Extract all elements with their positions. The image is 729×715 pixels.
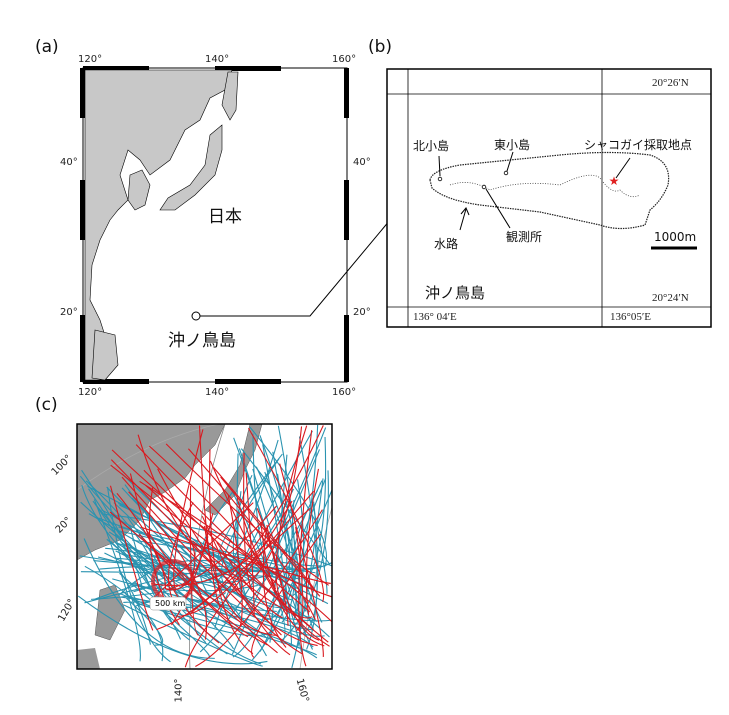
typhoon-track	[110, 464, 313, 629]
a-left-tick: 20°	[60, 307, 78, 318]
typhoon-track	[249, 426, 328, 569]
typhoon-track	[262, 444, 292, 645]
a-right-tick: 40°	[353, 157, 371, 168]
typhoon-track	[220, 458, 280, 587]
typhoon-track	[187, 448, 316, 621]
lat-bottom: 20°24′N	[652, 292, 689, 304]
typhoon-track	[148, 487, 180, 626]
radius-label: 500 km	[155, 599, 186, 608]
typhoon-track	[138, 533, 249, 638]
typhoon-track	[106, 487, 171, 663]
typhoon-track	[236, 498, 330, 647]
typhoon-track	[140, 526, 331, 585]
typhoon-track	[245, 472, 255, 617]
a-bottom-tick: 140°	[205, 387, 230, 398]
typhoon-track	[232, 474, 253, 599]
typhoon-track	[157, 468, 318, 647]
typhoon-track	[189, 486, 199, 636]
sample-site-label: シャコガイ採取地点	[584, 138, 693, 152]
typhoon-track	[122, 553, 332, 573]
typhoon-track	[184, 490, 315, 668]
typhoon-track	[220, 476, 321, 597]
kitakojima-label: 北小島	[413, 139, 450, 153]
typhoon-track	[251, 533, 321, 658]
typhoon-track	[133, 582, 167, 593]
typhoon-track	[165, 443, 329, 586]
higashikojima-label: 東小島	[494, 138, 531, 152]
japan-label: 日本	[208, 207, 242, 227]
typhoon-track	[77, 595, 268, 665]
typhoon-track	[156, 425, 324, 631]
observatory-label: 観測所	[506, 230, 543, 244]
typhoon-track	[201, 515, 291, 656]
typhoon-track	[83, 538, 215, 659]
channel-label: 水路	[434, 237, 459, 251]
typhoon-track	[166, 505, 277, 591]
a-top-tick: 120°	[78, 54, 103, 65]
typhoon-track	[298, 430, 313, 667]
typhoon-track	[109, 485, 154, 631]
typhoon-track	[106, 486, 250, 604]
scale-label: 1000m	[654, 230, 697, 244]
lat-top: 20°26′N	[652, 77, 689, 89]
okinotori-label: 沖ノ鳥島	[168, 331, 236, 351]
typhoon-track	[195, 509, 323, 667]
typhoon-track	[256, 508, 289, 626]
typhoon-track	[232, 426, 303, 593]
typhoon-track	[111, 449, 332, 598]
typhoon-track	[121, 476, 303, 655]
typhoon-track	[209, 449, 254, 655]
typhoon-track	[279, 463, 324, 657]
c-bottom-tick: 140°	[173, 678, 185, 703]
a-right-tick: 20°	[353, 307, 371, 318]
typhoon-track	[311, 498, 328, 594]
typhoon-track	[109, 511, 278, 654]
typhoon-track	[243, 452, 253, 592]
panel-a-label: (a)	[35, 37, 59, 57]
a-bottom-tick: 160°	[332, 387, 357, 398]
typhoon-track	[129, 473, 220, 644]
typhoon-track	[135, 444, 311, 613]
typhoon-track	[295, 526, 304, 632]
typhoon-track	[151, 539, 270, 586]
typhoon-track	[260, 523, 325, 647]
a-bottom-tick: 120°	[78, 387, 103, 398]
a-top-tick: 140°	[205, 54, 230, 65]
panel-b-label: (b)	[368, 37, 393, 57]
star-icon: ★	[609, 174, 620, 188]
typhoon-track	[305, 468, 320, 615]
island-name: 沖ノ鳥島	[425, 284, 486, 302]
lon-right: 136°05′E	[610, 311, 652, 323]
panel-c-label: (c)	[35, 395, 58, 415]
typhoon-track	[277, 425, 296, 623]
typhoon-track	[137, 434, 239, 581]
a-left-tick: 40°	[60, 157, 78, 168]
typhoon-track	[139, 480, 332, 623]
typhoon-track	[167, 502, 194, 601]
a-top-tick: 160°	[332, 54, 357, 65]
typhoon-track	[213, 467, 317, 593]
typhoon-track	[272, 451, 315, 632]
typhoon-track	[275, 425, 308, 612]
typhoon-track	[116, 492, 167, 589]
lon-left: 136° 04′E	[413, 311, 457, 323]
typhoon-track	[126, 597, 164, 646]
typhoon-track	[190, 507, 311, 614]
typhoon-track	[248, 427, 325, 603]
